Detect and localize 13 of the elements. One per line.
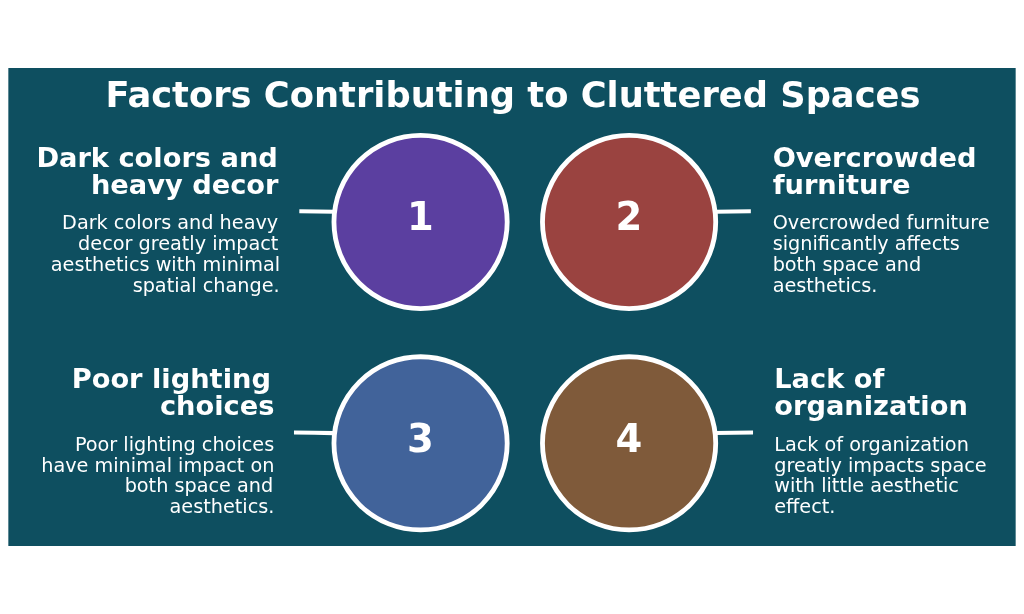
- diagram-title: Factors Contributing to Cluttered Spaces: [105, 74, 921, 116]
- node-circle: 1: [331, 132, 510, 311]
- node-text: Lack of organization Lack of organization greatly impacts space with little aesthetic effect.: [774, 363, 987, 519]
- connector: [293, 430, 334, 436]
- connector: [299, 209, 335, 214]
- node-text: Dark colors and heavy decor Dark colors and heavy decor greatly impact aesthetics with minimal spatial change.: [36, 141, 281, 297]
- connector: [715, 430, 754, 435]
- node-circle: 4: [540, 354, 719, 533]
- node-circle: 3: [331, 354, 510, 533]
- node-text: Poor lighting choices Poor lighting choices have minimal impact on both space and aesthetics.: [41, 363, 275, 519]
- node-circle: 2: [540, 132, 719, 311]
- node-text: Overcrowded furniture Overcrowded furniture significantly affects both space and aesthetics.: [772, 141, 990, 297]
- connector: [715, 209, 751, 214]
